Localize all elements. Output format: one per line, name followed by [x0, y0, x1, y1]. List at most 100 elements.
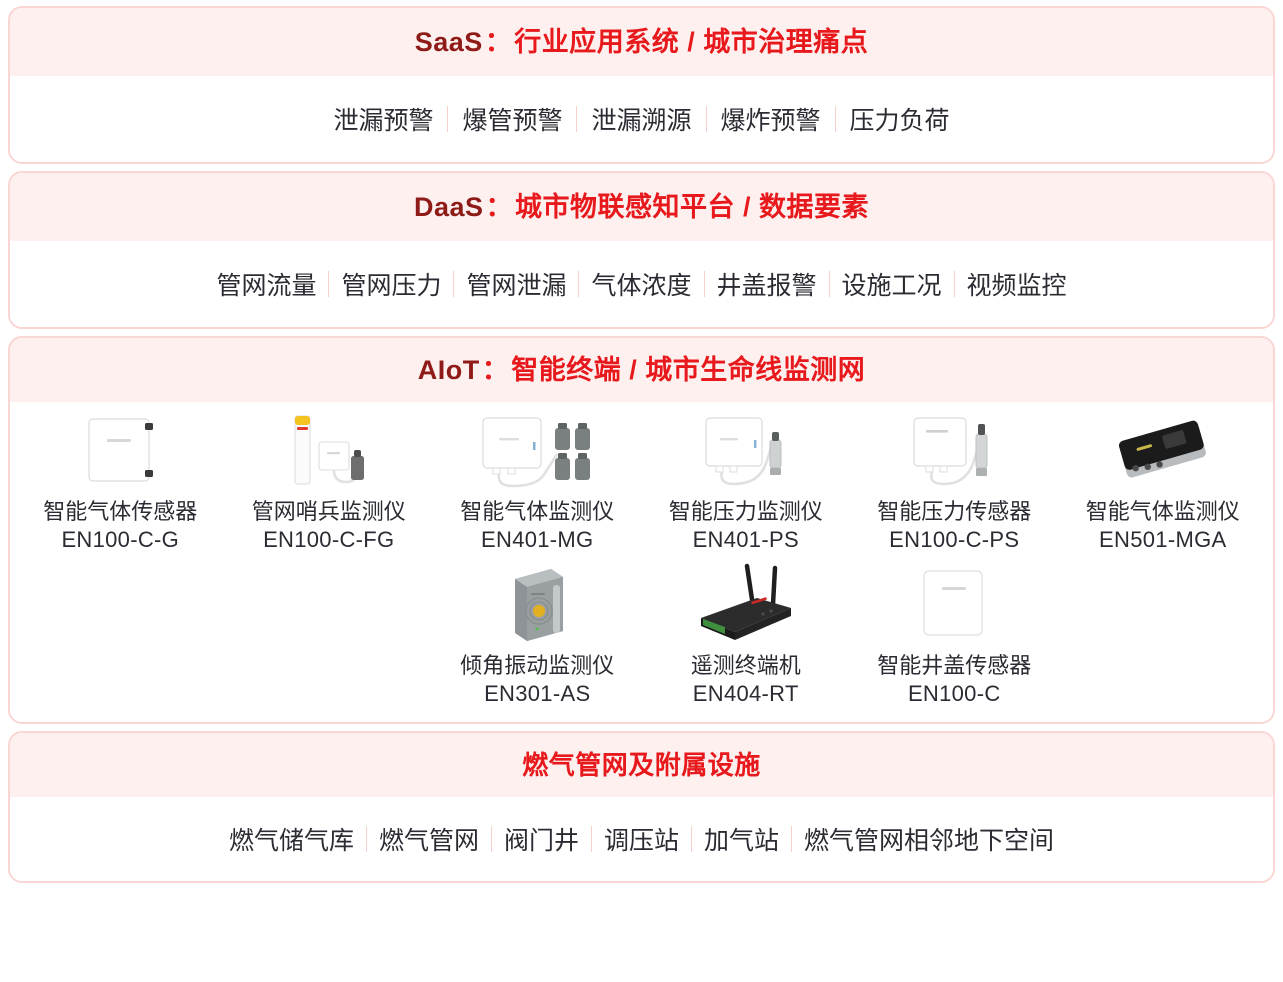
device-card[interactable]: 遥测终端机 EN404-RT: [642, 563, 851, 708]
title-sep: ：: [485, 192, 514, 222]
device-card[interactable]: 智能井盖传感器 EN100-C: [850, 564, 1059, 708]
panel-aiot: AIoT：智能终端 / 城市生命线监测网 智能气体传感器 E: [8, 336, 1275, 725]
tag-item[interactable]: 爆炸预警: [720, 107, 821, 135]
device-name: 管网哨兵监测仪: [251, 499, 406, 524]
tag-divider: [328, 271, 330, 297]
panel-saas: SaaS：行业应用系统 / 城市治理痛点 泄漏预警 爆管预警 泄漏溯源 爆炸预警…: [8, 6, 1275, 164]
tag-divider: [691, 826, 693, 853]
panel-daas-header: DaaS：城市物联感知平台 / 数据要素: [10, 173, 1273, 241]
device-name: 智能压力传感器: [877, 499, 1032, 524]
tag-item[interactable]: 压力负荷: [849, 107, 950, 135]
tag-item[interactable]: 井盖报警: [716, 272, 817, 300]
tag-divider: [953, 271, 955, 297]
tag-item[interactable]: 调压站: [604, 827, 680, 856]
tag-item[interactable]: 爆管预警: [462, 107, 563, 135]
white-wall-box-device-icon: [30, 410, 210, 492]
tag-item[interactable]: 燃气储气库: [228, 827, 354, 856]
tag-divider: [828, 271, 830, 297]
panel-aiot-header: AIoT：智能终端 / 城市生命线监测网: [10, 338, 1273, 402]
tag-divider: [591, 826, 592, 853]
tag-item[interactable]: 管网压力: [341, 272, 442, 300]
tag-item[interactable]: 燃气管网: [378, 827, 479, 856]
device-name: 智能压力监测仪: [668, 499, 823, 524]
tag-item[interactable]: 设施工况: [841, 272, 942, 300]
page-title-aiot: AIoT：智能终端 / 城市生命线监测网: [418, 338, 866, 402]
device-name: 智能气体监测仪: [1085, 499, 1240, 524]
tag-list-infrastructure: 燃气储气库 燃气管网 阀门井 调压站 加气站 燃气管网相邻地下空间: [217, 821, 1066, 857]
tag-item[interactable]: 管网流量: [216, 272, 317, 300]
title-en: DaaS: [413, 192, 484, 222]
title-cn: 行业应用系统 / 城市治理痛点: [514, 27, 869, 57]
black-metal-enclosure-device-icon: [1073, 410, 1253, 492]
tag-divider: [490, 826, 492, 853]
page-title-saas: SaaS：行业应用系统 / 城市治理痛点: [415, 8, 869, 76]
tag-divider: [576, 106, 578, 132]
box-with-long-probe-device-icon: [864, 410, 1044, 492]
device-card[interactable]: 智能气体监测仪 EN501-MGA: [1059, 410, 1268, 554]
title-cn: 城市物联感知平台 / 数据要素: [515, 192, 870, 222]
device-card[interactable]: 智能气体传感器 EN100-C-G: [16, 410, 225, 554]
title-cn: 智能终端 / 城市生命线监测网: [511, 355, 866, 385]
panel-infrastructure-header: 燃气管网及附属设施: [10, 733, 1273, 798]
tag-divider: [365, 826, 367, 853]
tag-divider: [705, 106, 707, 132]
tag-item[interactable]: 加气站: [704, 827, 780, 856]
panel-infrastructure-body: 燃气储气库 燃气管网 阀门井 调压站 加气站 燃气管网相邻地下空间: [10, 797, 1273, 882]
device-model: EN501-MGA: [1099, 526, 1227, 552]
page-title-daas: DaaS：城市物联感知平台 / 数据要素: [414, 173, 869, 241]
device-name: 遥测终端机: [690, 653, 801, 679]
panel-infrastructure: 燃气管网及附属设施 燃气储气库 燃气管网 阀门井 调压站 加气站 燃气管网相邻地…: [8, 731, 1275, 884]
device-model: EN100-C: [907, 680, 1001, 706]
device-name: 智能气体监测仪: [460, 499, 615, 524]
box-with-four-probes-device-icon: [447, 410, 627, 492]
device-card[interactable]: 管网哨兵监测仪 EN100-C-FG: [225, 410, 434, 554]
tag-item[interactable]: 阀门井: [503, 827, 579, 856]
tag-item[interactable]: 视频监控: [966, 272, 1067, 300]
title-en: SaaS: [414, 27, 483, 57]
device-name: 倾角振动监测仪: [460, 653, 615, 679]
device-model: EN100-C-G: [61, 526, 180, 552]
tag-item[interactable]: 管网泄漏: [466, 272, 567, 300]
device-card[interactable]: 智能气体监测仪 EN401-MG: [433, 410, 642, 554]
tag-divider: [447, 106, 449, 132]
tag-divider: [791, 826, 793, 853]
tag-divider: [453, 271, 455, 297]
device-model: EN404-RT: [692, 680, 799, 706]
title-en: AIoT: [417, 355, 480, 385]
title-sep: ：: [484, 27, 513, 57]
panel-saas-body: 泄漏预警 爆管预警 泄漏溯源 爆炸预警 压力负荷: [10, 76, 1273, 162]
device-model: EN100-C-FG: [263, 526, 395, 552]
grey-tilt-vibration-device-icon: [447, 564, 627, 646]
device-grid-row-1: 智能气体传感器 EN100-C-G: [16, 410, 1267, 554]
panel-daas: DaaS：城市物联感知平台 / 数据要素 管网流量 管网压力 管网泄漏 气体浓度…: [8, 171, 1275, 329]
tag-divider: [834, 106, 836, 132]
title-cn: 燃气管网及附属设施: [522, 750, 761, 781]
tag-list-saas: 泄漏预警 爆管预警 泄漏溯源 爆炸预警 压力负荷: [319, 101, 963, 137]
device-model: EN301-AS: [484, 680, 591, 706]
white-flat-manhole-sensor-icon: [864, 564, 1044, 646]
tag-item[interactable]: 泄漏溯源: [591, 107, 692, 135]
tag-divider: [703, 271, 705, 297]
panel-daas-body: 管网流量 管网压力 管网泄漏 气体浓度 井盖报警 设施工况 视频监控: [10, 241, 1273, 327]
device-card[interactable]: 智能压力监测仪 EN401-PS: [642, 410, 851, 554]
device-card[interactable]: 倾角振动监测仪 EN301-AS: [433, 564, 642, 708]
box-with-pressure-probe-device-icon: [656, 410, 836, 492]
tag-divider: [578, 271, 580, 297]
device-model: EN401-MG: [481, 526, 594, 552]
device-name: 智能气体传感器: [43, 499, 198, 524]
page-title-infrastructure: 燃气管网及附属设施: [522, 733, 761, 797]
tag-item[interactable]: 燃气管网相邻地下空间: [804, 827, 1055, 856]
device-model: EN401-PS: [692, 526, 799, 552]
device-card[interactable]: 智能压力传感器 EN100-C-PS: [850, 410, 1059, 554]
black-router-antenna-device-icon: [656, 563, 836, 646]
sentinel-pole-device-icon: [239, 410, 419, 492]
device-model: EN100-C-PS: [889, 526, 1020, 552]
panel-aiot-body: 智能气体传感器 EN100-C-G: [10, 402, 1273, 723]
tag-item[interactable]: 气体浓度: [591, 272, 692, 300]
panel-saas-header: SaaS：行业应用系统 / 城市治理痛点: [10, 8, 1273, 76]
device-name: 智能井盖传感器: [877, 653, 1032, 679]
tag-item[interactable]: 泄漏预警: [333, 107, 434, 135]
device-grid-row-2: 倾角振动监测仪 EN301-AS: [16, 563, 1267, 708]
title-sep: ：: [481, 355, 510, 385]
